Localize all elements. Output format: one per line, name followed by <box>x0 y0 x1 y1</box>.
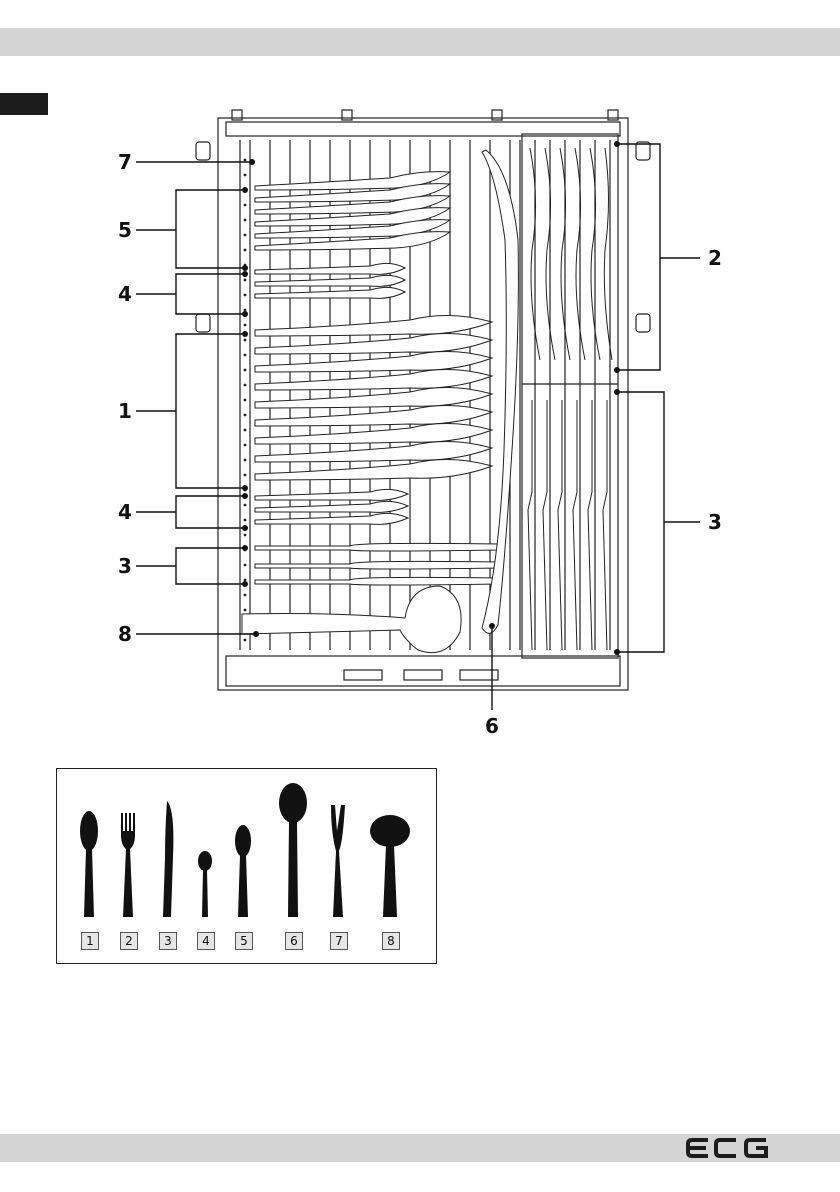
legend-number-1: 1 <box>81 932 99 950</box>
callout-3-right: 3 <box>708 510 722 534</box>
callout-2: 2 <box>708 246 722 270</box>
legend-number-3: 3 <box>159 932 177 950</box>
legend-number-6: 6 <box>285 932 303 950</box>
legend-number-5: 5 <box>235 932 253 950</box>
fork-icon <box>121 813 135 917</box>
dessert-spoon-icon <box>235 825 251 917</box>
callout-3-left: 3 <box>118 554 132 578</box>
callout-6: 6 <box>485 714 499 738</box>
cutlery-tray-diagram <box>0 0 840 760</box>
legend-number-4: 4 <box>197 932 215 950</box>
ladle-icon <box>370 815 410 917</box>
legend-number-7: 7 <box>330 932 348 950</box>
ecg-logo <box>686 1137 776 1159</box>
callout-4-bottom: 4 <box>118 500 132 524</box>
cutlery-legend: 1 2 3 4 5 6 7 8 <box>56 768 437 964</box>
callout-7: 7 <box>118 150 132 174</box>
callout-5: 5 <box>118 218 132 242</box>
callout-8: 8 <box>118 622 132 646</box>
coffee-spoon-icon <box>198 851 212 917</box>
legend-number-2: 2 <box>120 932 138 950</box>
serving-spoon-icon <box>279 783 307 917</box>
dinner-spoon-icon <box>80 811 98 917</box>
serving-fork-icon <box>331 805 345 917</box>
callout-1: 1 <box>118 399 132 423</box>
callout-4-top: 4 <box>118 282 132 306</box>
knife-icon <box>163 801 173 917</box>
legend-number-8: 8 <box>382 932 400 950</box>
